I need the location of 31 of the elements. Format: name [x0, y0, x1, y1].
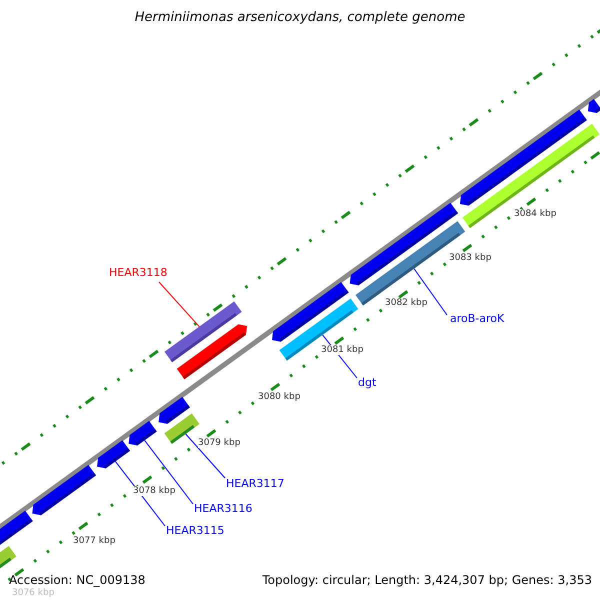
gene-label: HEAR3116	[194, 502, 252, 515]
scale-label: 3078 kbp	[133, 486, 176, 496]
gene-bar	[32, 464, 96, 516]
scale-label: 3076 kbp	[12, 588, 54, 598]
gene-bar	[158, 396, 190, 424]
leader-line	[185, 434, 226, 478]
gene-bar	[272, 282, 349, 342]
gene-bar	[588, 99, 600, 114]
gene-label: HEAR3115	[166, 524, 224, 537]
gene-label: HEAR3117	[226, 477, 284, 490]
scale-label: 3082 kbp	[385, 298, 428, 308]
accession-text: Accession: NC_009138	[9, 573, 146, 587]
gene-bar	[176, 324, 248, 380]
genome-summary-text: Topology: circular; Length: 3,424,307 bp; Genes: 3,353	[262, 573, 592, 587]
leader-line	[144, 440, 194, 504]
title: Herminiimonas arsenicoxydans, complete genome	[134, 10, 466, 25]
gene-label: HEAR3118	[109, 266, 168, 279]
gene-label: dgt	[358, 376, 376, 389]
leader-line	[158, 282, 200, 328]
gene-bar	[97, 440, 130, 468]
scale-label: 3080 kbp	[258, 392, 300, 402]
scale-label: 3084 kbp	[514, 209, 556, 219]
scale-label: 3077 kbp	[73, 536, 116, 546]
scale-label: 3083 kbp	[449, 253, 492, 263]
scale-label: 3079 kbp	[198, 438, 240, 448]
gene-bar	[128, 420, 157, 446]
leader-line	[414, 268, 448, 316]
scale-label: 3081 kbp	[321, 345, 364, 355]
gene-bar	[0, 510, 33, 547]
gene-label: aroB-aroK	[450, 312, 504, 325]
gene-bar	[460, 110, 587, 206]
